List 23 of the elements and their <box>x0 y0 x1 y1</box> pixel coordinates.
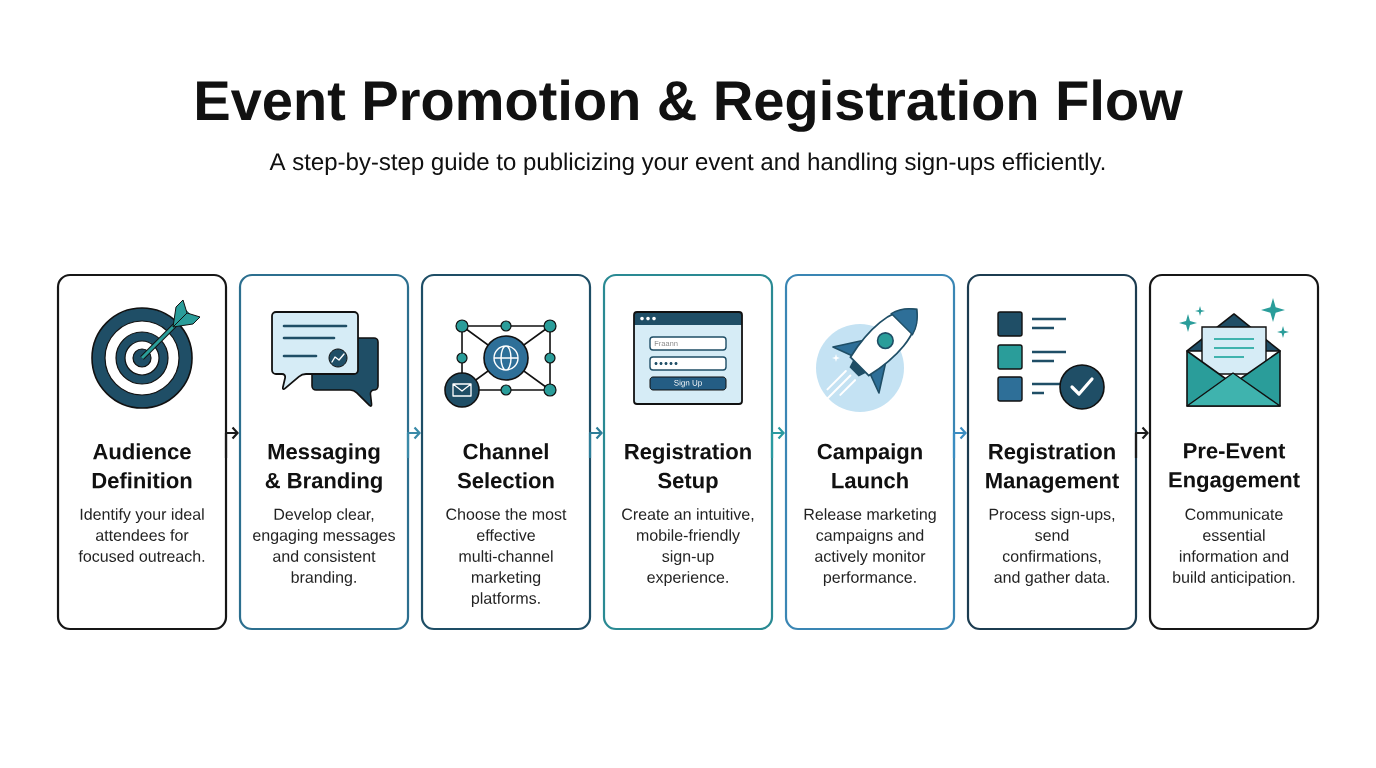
step-description: Process sign-ups, send confirmations, and gather data. <box>989 508 1115 587</box>
title: Event Promotion & Registration Flow <box>197 79 1183 132</box>
step-title: Registration Management <box>986 443 1119 493</box>
subtitle: A step-by-step guide to publicizing your event and handling sign-ups efficiently. <box>269 152 1105 175</box>
arrow <box>952 426 967 458</box>
step-title: Campaign Launch <box>817 443 922 489</box>
step-description: Identify your ideal attendees for focused outreach. <box>78 508 205 562</box>
arrow <box>588 426 603 458</box>
arrow <box>406 426 421 458</box>
arrow <box>1134 426 1149 458</box>
arrow <box>770 426 785 458</box>
step-title: Channel Selection <box>457 443 554 489</box>
arrow <box>224 426 239 458</box>
step-description: Create an intuitive, mobile-friendly sign-up experience. <box>622 508 754 587</box>
step-description: Develop clear, engaging messages and consistent branding. <box>253 508 395 587</box>
sign-up-button: Sign Up <box>649 376 727 391</box>
step-title: Messaging & Branding <box>265 443 382 493</box>
step-title: Pre-Event Engagement <box>1169 443 1300 492</box>
step-description: Communicate essential information and build anticipation. <box>1173 508 1295 587</box>
step-description: Release marketing campaigns and actively monitor performance. <box>804 508 936 587</box>
step-title: Registration Setup <box>625 443 751 493</box>
step-title: Audience Definition <box>92 443 192 489</box>
step-description: Choose the most effective multi-channel marketing platforms. <box>446 508 567 608</box>
